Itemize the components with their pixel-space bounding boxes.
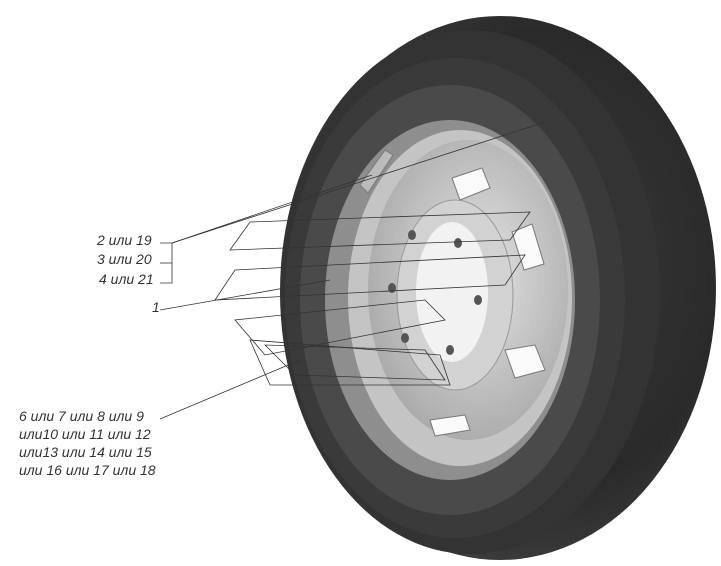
label-part-16-18: или 16 или 17 или 18: [19, 462, 156, 478]
bolt-holes: [388, 230, 482, 355]
label-part-10-12: или10 или 11 или 12: [19, 426, 151, 442]
label-part-6-9: 6 или 7 или 8 или 9: [19, 408, 144, 424]
label-part-2-19: 2 или 19: [97, 232, 152, 248]
ventilation-holes: [429, 167, 546, 437]
leader-lines: [159, 121, 546, 420]
label-part-4-21: 4 или 21: [99, 271, 154, 287]
rim: [325, 120, 575, 480]
label-part-1: 1: [152, 299, 160, 315]
valve: [359, 149, 394, 194]
label-part-13-15: или13 или 14 или 15: [19, 444, 152, 460]
label-part-3-20: 3 или 20: [97, 251, 152, 267]
